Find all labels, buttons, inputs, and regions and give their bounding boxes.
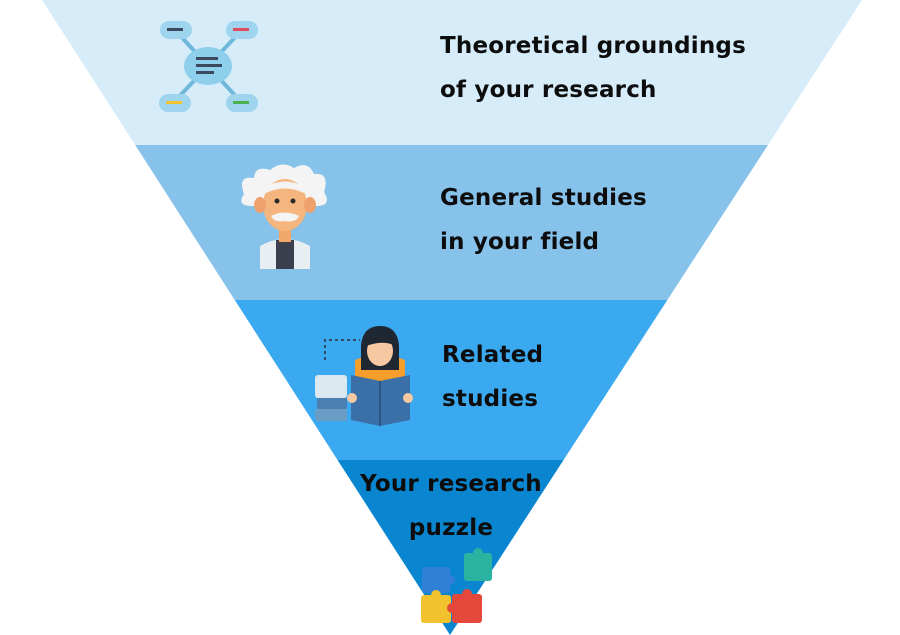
level-2-line-1: General studies xyxy=(440,185,647,211)
puzzle-icon xyxy=(421,548,492,623)
mind-map-icon xyxy=(159,21,258,112)
reading-student-icon xyxy=(315,326,413,426)
level-2-line-2: in your field xyxy=(440,229,600,255)
level-2-label: General studies in your field xyxy=(440,176,647,264)
level-3-label: Related studies xyxy=(442,333,543,421)
level-4-line-2: puzzle xyxy=(408,515,494,541)
level-4-line-1: Your research xyxy=(360,471,542,497)
level-1-label: Theoretical groundings of your research xyxy=(440,24,746,112)
level-3-line-1: Related xyxy=(442,342,544,368)
level-4-label: Your research puzzle xyxy=(340,462,562,550)
level-1-line-1: Theoretical groundings xyxy=(440,33,746,59)
scientist-icon xyxy=(241,164,327,269)
level-3-line-2: studies xyxy=(442,386,539,412)
level-1-line-2: of your research xyxy=(440,77,657,103)
